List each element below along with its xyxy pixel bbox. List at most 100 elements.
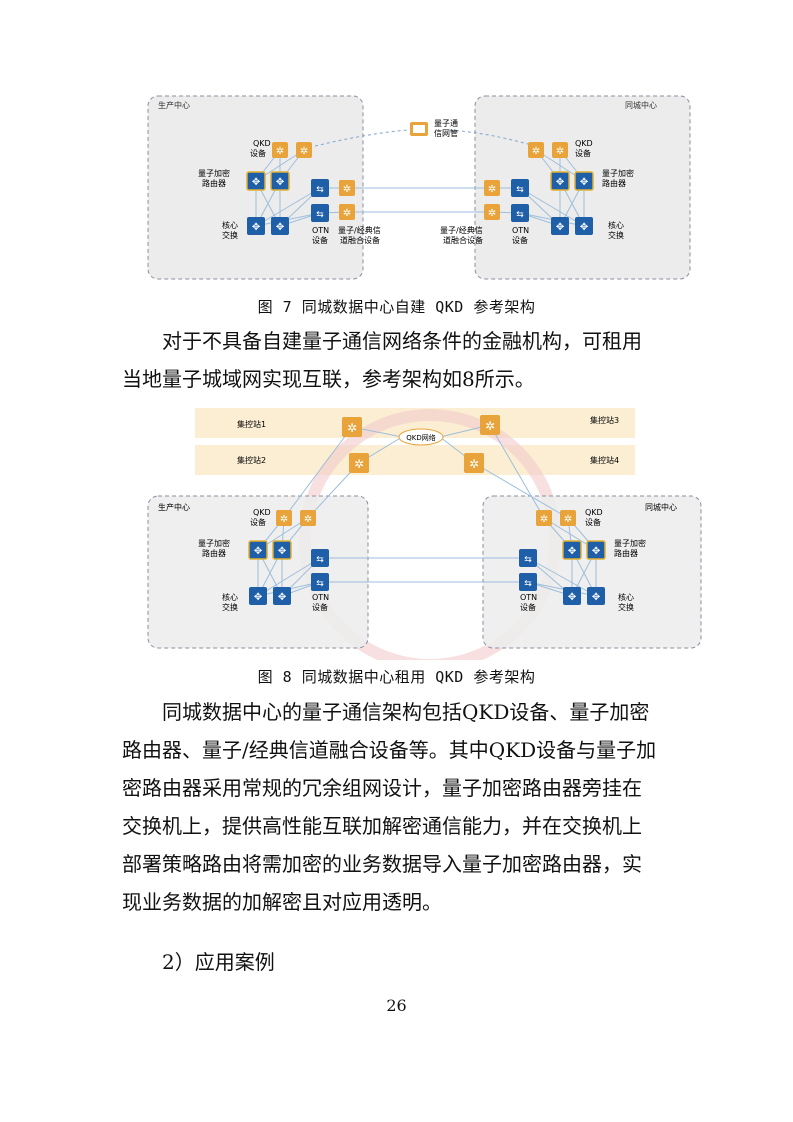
core-switch-icon bbox=[273, 587, 291, 605]
quantum-router-icon bbox=[272, 540, 292, 560]
otn-label: OTN bbox=[512, 226, 529, 235]
station-qkd-icon bbox=[342, 417, 362, 437]
page-number: 26 bbox=[386, 996, 407, 1015]
station-qkd-icon bbox=[349, 453, 369, 473]
otn-device-icon bbox=[519, 573, 537, 591]
paragraph-2: 同城数据中心的量子通信架构包括QKD设备、量子加密 路由器、量子/经典信道融合设… bbox=[122, 693, 682, 921]
station-label-2: 集控站2 bbox=[237, 455, 266, 465]
mgmt-link-right bbox=[449, 129, 536, 147]
core-switch-icon bbox=[563, 587, 581, 605]
router-label: 路由器 bbox=[614, 548, 638, 558]
station-band-2 bbox=[195, 445, 635, 475]
quantum-router-icon bbox=[270, 171, 290, 191]
section-heading: 2）应用案例 bbox=[122, 943, 682, 981]
quantum-router-icon bbox=[562, 540, 582, 560]
paragraph-line: 2）应用案例 bbox=[162, 950, 275, 974]
core-label: 核心 bbox=[618, 592, 634, 602]
qkd-device-icon bbox=[536, 510, 552, 526]
qkd-label: QKD bbox=[253, 139, 271, 148]
quantum-router-icon bbox=[248, 540, 268, 560]
station-label-1: 集控站1 bbox=[237, 419, 266, 429]
left-box-label: 生产中心 bbox=[158, 502, 190, 512]
paragraph-line: 同城数据中心的量子通信架构包括QKD设备、量子加密 bbox=[162, 700, 650, 724]
paragraph-line: 对于不具备自建量子通信网络条件的金融机构，可租用 bbox=[162, 329, 642, 353]
router-label: 量子加密 bbox=[198, 168, 230, 178]
paragraph-line: 当地量子城域网实现互联，参考架构如8所示。 bbox=[122, 367, 535, 391]
otn-device-icon bbox=[311, 204, 329, 222]
mgmt-link-left bbox=[314, 129, 409, 147]
paragraph-line: 部署策略路由将需加密的业务数据导入量子加密路由器，实 bbox=[122, 852, 642, 876]
core-switch-icon bbox=[249, 587, 267, 605]
right-box-label: 同城中心 bbox=[645, 502, 677, 512]
qkd-network-label: QKD网络 bbox=[406, 433, 436, 442]
router-label: 量子加密 bbox=[602, 168, 634, 178]
core-switch-icon bbox=[551, 217, 569, 235]
qkd-label: 设备 bbox=[250, 148, 266, 158]
fusion-device-icon bbox=[339, 204, 355, 220]
core-label: 交换 bbox=[618, 602, 634, 612]
otn-device-icon bbox=[311, 573, 329, 591]
otn-label: 设备 bbox=[520, 602, 536, 612]
otn-label: 设备 bbox=[312, 235, 328, 245]
qkd-network-cloud bbox=[398, 428, 444, 446]
qkd-label: QKD bbox=[585, 508, 603, 517]
otn-label: OTN bbox=[312, 226, 329, 235]
qkd-device-icon bbox=[296, 142, 312, 158]
core-label: 交换 bbox=[222, 230, 238, 240]
otn-device-icon bbox=[519, 549, 537, 567]
fusion-label: 道融合设备 bbox=[443, 235, 483, 245]
station-label-3: 集控站3 bbox=[590, 415, 619, 425]
qkd-label: 设备 bbox=[575, 148, 591, 158]
fusion-device-icon bbox=[339, 180, 355, 196]
paragraph-line: 交换机上，提供高性能互联加解密通信能力，并在交换机上 bbox=[122, 814, 642, 838]
core-switch-icon bbox=[575, 217, 593, 235]
fusion-label: 量子/经典信 bbox=[440, 225, 483, 235]
mgmt-label-2: 信网管 bbox=[434, 128, 458, 138]
qkd-label: 设备 bbox=[585, 517, 601, 527]
network-management-icon bbox=[410, 122, 428, 136]
left-box-label: 生产中心 bbox=[158, 100, 190, 110]
qkd-device-icon bbox=[552, 142, 568, 158]
router-label: 量子加密 bbox=[198, 538, 230, 548]
core-switch-icon bbox=[587, 587, 605, 605]
right-box-label: 同城中心 bbox=[625, 100, 657, 110]
otn-label: 设备 bbox=[512, 235, 528, 245]
qkd-device-icon bbox=[276, 510, 292, 526]
router-label: 路由器 bbox=[602, 178, 626, 188]
station-qkd-icon bbox=[464, 453, 484, 473]
quantum-router-icon bbox=[550, 171, 570, 191]
otn-device-icon bbox=[511, 204, 529, 222]
core-label: 核心 bbox=[222, 592, 238, 602]
router-label: 量子加密 bbox=[614, 538, 646, 548]
figure-7-caption: 图 7 同城数据中心自建 QKD 参考架构 bbox=[257, 298, 536, 316]
fusion-label: 道融合设备 bbox=[340, 235, 380, 245]
fusion-device-icon bbox=[484, 204, 500, 220]
same-city-center-box bbox=[482, 495, 702, 649]
station-qkd-icon bbox=[480, 415, 500, 435]
core-switch-icon bbox=[271, 217, 289, 235]
paragraph-line: 路由器、量子/经典信道融合设备等。其中QKD设备与量子加 bbox=[122, 738, 657, 762]
quantum-router-icon bbox=[246, 171, 266, 191]
figure-8-caption: 图 8 同城数据中心租用 QKD 参考架构 bbox=[257, 668, 536, 686]
qkd-label: 设备 bbox=[250, 517, 266, 527]
otn-device-icon bbox=[511, 179, 529, 197]
qkd-device-icon bbox=[300, 510, 316, 526]
paragraph-line: 现业务数据的加解密且对应用透明。 bbox=[122, 890, 442, 914]
mgmt-label-1: 量子通 bbox=[434, 118, 458, 128]
paragraph-line: 密路由器采用常规的冗余组网设计，量子加密路由器旁挂在 bbox=[122, 776, 642, 800]
core-label: 交换 bbox=[608, 230, 624, 240]
router-label: 路由器 bbox=[202, 178, 226, 188]
figure-7-diagram: ✲ ✥ ✥ ⇆ 生产中心 同城中心 量子通 信网管 bbox=[147, 95, 691, 280]
quantum-router-icon bbox=[586, 540, 606, 560]
quantum-router-icon bbox=[574, 171, 594, 191]
fusion-label: 量子/经典信 bbox=[338, 225, 381, 235]
qkd-device-icon bbox=[528, 142, 544, 158]
otn-device-icon bbox=[311, 549, 329, 567]
paragraph-1: 对于不具备自建量子通信网络条件的金融机构，可租用 当地量子城域网实现互联，参考架… bbox=[122, 322, 682, 398]
core-label: 核心 bbox=[222, 220, 238, 230]
figure-8-diagram: ✲ ✲ ✥ ✥ ⇆ 集控站1 集控站2 集控站3 集控站4 生产中心 同城中心 bbox=[147, 408, 702, 660]
qkd-label: QKD bbox=[253, 508, 271, 517]
core-label: 交换 bbox=[222, 602, 238, 612]
qkd-label: QKD bbox=[575, 139, 593, 148]
core-switch-icon bbox=[247, 217, 265, 235]
